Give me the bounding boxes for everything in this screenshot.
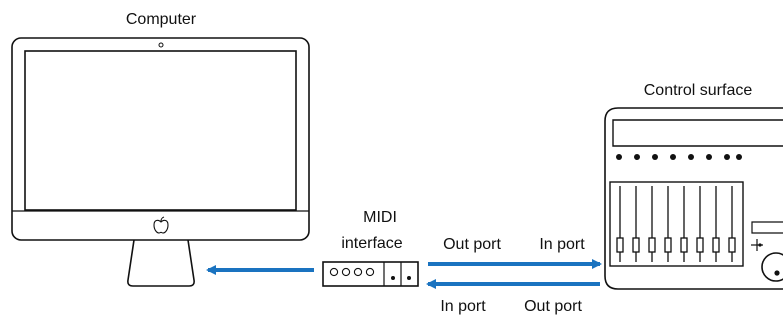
midi-interface-label-line2: interface (341, 235, 402, 252)
computer-label: Computer (126, 11, 197, 28)
button-dots (616, 154, 742, 160)
in-port-label-bottom: In port (440, 298, 486, 315)
control-surface-label: Control surface (644, 82, 753, 99)
jog-wheel (761, 252, 783, 282)
imac-icon (11, 37, 310, 287)
in-port-label-top: In port (539, 236, 585, 253)
fader-bank (616, 186, 736, 262)
midi-interface-label-line1: MIDI (363, 209, 397, 226)
midi-interface-icon (322, 261, 419, 287)
apple-logo-icon (153, 216, 169, 234)
control-surface-icon (604, 107, 783, 290)
out-port-label-top: Out port (443, 236, 501, 253)
out-port-label-bottom: Out port (524, 298, 582, 315)
